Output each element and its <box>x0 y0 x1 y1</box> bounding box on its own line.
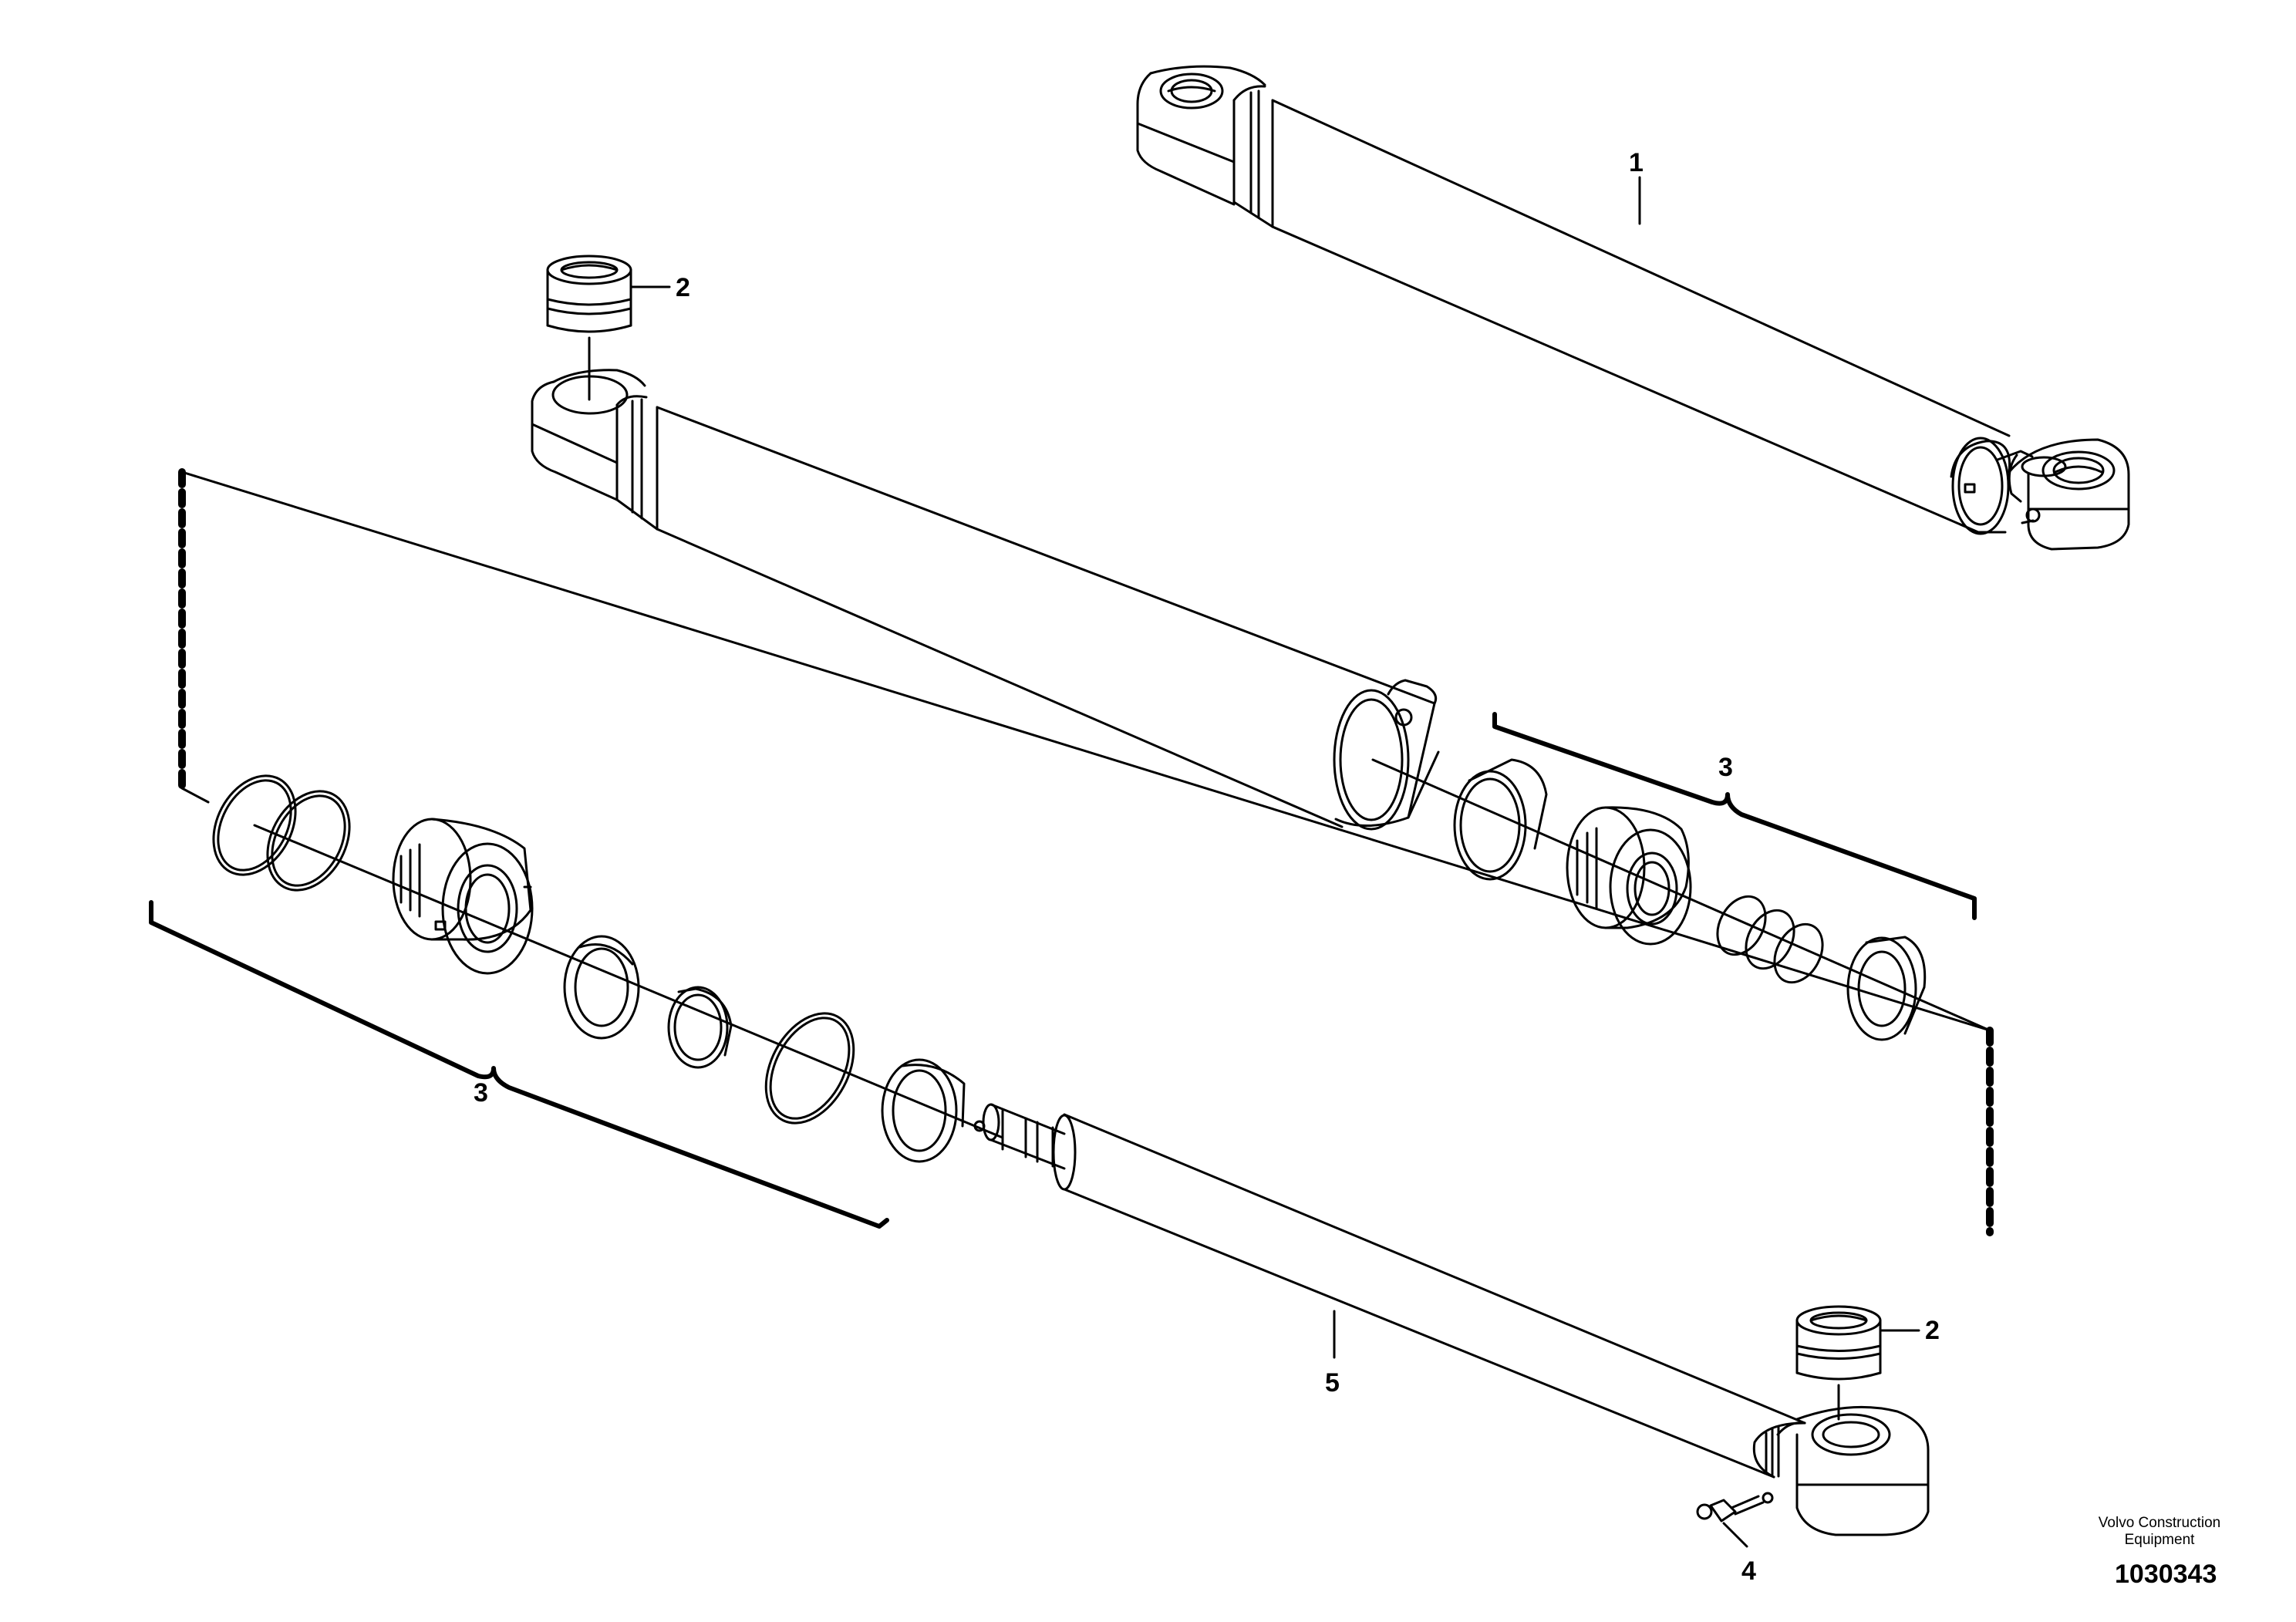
bushing-top <box>546 255 632 333</box>
cylinder-assembly <box>1136 65 2130 551</box>
o-ring-pair <box>212 774 351 892</box>
brand-line-2: Equipment <box>2124 1532 2195 1548</box>
callout-1: 1 <box>1629 148 1644 177</box>
brand-line-1: Volvo Construction <box>2098 1515 2221 1531</box>
piston-seal <box>1846 936 1927 1041</box>
wiper-seal <box>881 1058 966 1163</box>
bushing-bottom <box>1795 1305 1882 1381</box>
piston-rod <box>973 1103 1930 1536</box>
callout-2-bottom: 2 <box>1925 1316 1940 1345</box>
back-up-ring <box>1453 758 1548 881</box>
callout-5: 5 <box>1325 1368 1340 1398</box>
o-ring-set <box>1716 895 1824 984</box>
callout-3-left: 3 <box>474 1078 488 1108</box>
guide-ring <box>667 986 733 1069</box>
callout-2-top: 2 <box>676 273 690 302</box>
rod-seal <box>563 935 640 1040</box>
o-ring-single <box>764 1012 855 1125</box>
cylinder-head <box>392 818 534 975</box>
cylinder-barrel <box>531 369 1440 831</box>
piston <box>1566 806 1692 946</box>
document-number: 1030343 <box>2115 1560 2217 1589</box>
callout-3-right: 3 <box>1718 753 1733 782</box>
brand-label: Volvo Construction Equipment <box>2082 1515 2237 1549</box>
grease-nipple <box>1696 1492 1774 1523</box>
callout-4: 4 <box>1741 1556 1756 1586</box>
